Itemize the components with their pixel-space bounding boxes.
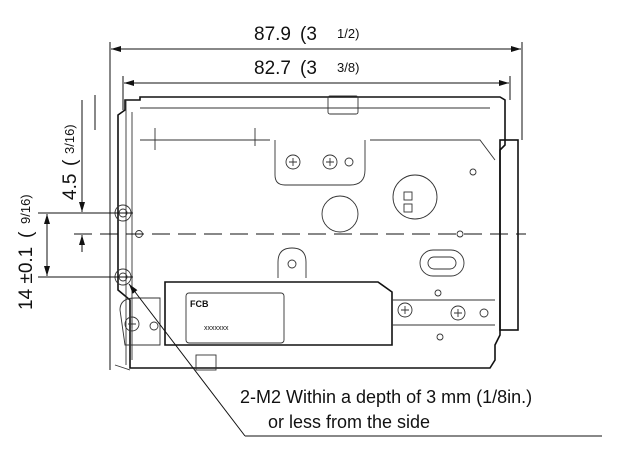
hole-pitch-imperial-open: ( [16, 231, 37, 238]
body-width-imperial: (3 [300, 58, 317, 79]
fcb-label: FCB xxxxxxx [185, 292, 285, 344]
hole-pitch-fraction: 9/16) [18, 194, 33, 224]
offset-value: 4.5 [60, 174, 81, 200]
offset-imperial-open: ( [60, 159, 81, 166]
overall-width-dimension: 87.9 (3 1/2) [109, 24, 523, 370]
offset-dimension: 4.5 ( 3/16) [38, 95, 133, 252]
body-width-value: 82.7 [254, 58, 291, 79]
body-width-dimension: 82.7 (3 3/8) [122, 58, 511, 110]
hole-pitch-dimension: 14 ±0.1 ( 9/16) [16, 194, 133, 310]
overall-width-fraction: 1/2) [337, 26, 359, 41]
callout-line-2: or less from the side [268, 412, 430, 432]
hole-pitch-value: 14 ±0.1 [16, 247, 37, 310]
mechanism-body [114, 95, 519, 371]
offset-fraction: 3/16) [62, 124, 77, 154]
screw-callout: 2-M2 Within a depth of 3 mm (1/8in.) or … [128, 283, 602, 437]
fcb-label-title: FCB [190, 299, 209, 309]
overall-width-value: 87.9 [254, 24, 291, 45]
callout-line-1: 2-M2 Within a depth of 3 mm (1/8in.) [240, 387, 532, 407]
overall-width-imperial: (3 [300, 24, 317, 45]
body-width-fraction: 3/8) [337, 60, 359, 75]
fcb-label-code: xxxxxxx [204, 325, 229, 332]
